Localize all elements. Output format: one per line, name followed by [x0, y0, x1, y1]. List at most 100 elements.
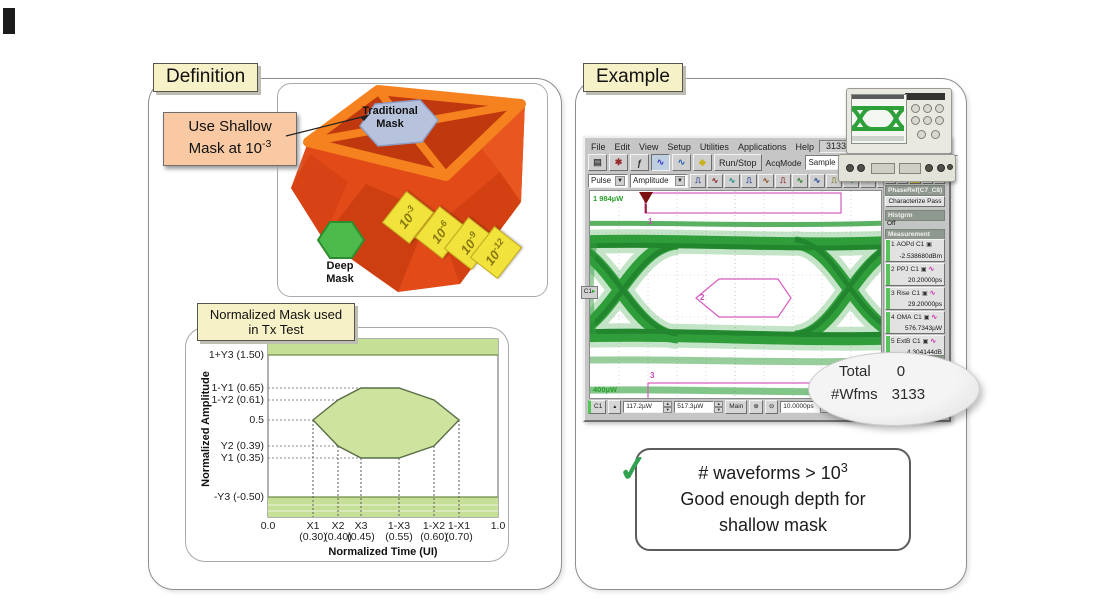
x-tick-label: X3 — [354, 520, 368, 532]
zoom-in-icon[interactable]: ⊕ — [749, 400, 763, 414]
measurement-name: AOPd — [896, 241, 914, 248]
c1-tab-label: C1 — [583, 288, 593, 295]
measurement-strip — [886, 312, 890, 333]
wfms-row: #Wfms 3133 — [831, 386, 925, 403]
meas-duty-icon[interactable]: ⎍ — [775, 173, 791, 188]
x-tick-label: 1-X3 — [387, 520, 411, 532]
measurement-name: ExtB — [896, 337, 911, 345]
menu-item-utilities[interactable]: Utilities — [699, 141, 729, 152]
scope-connector — [846, 164, 854, 172]
amplitude-select[interactable]: Amplitude ▼ — [630, 173, 688, 188]
menu-item-view[interactable]: View — [639, 141, 659, 152]
corner-mark — [3, 8, 15, 34]
run-stop-button[interactable]: Run/Stop — [714, 154, 762, 171]
waveform-badge-icon: ∿ — [930, 338, 937, 345]
wfms-magnifier-bubble: Total 0 #Wfms 3133 — [808, 352, 980, 426]
scope-knob — [935, 116, 944, 125]
menu-item-help[interactable]: Help — [795, 141, 814, 152]
run-app-icon[interactable]: ✱ — [609, 154, 628, 171]
scope-module-slot — [871, 163, 895, 174]
channel-up-icon[interactable]: ▲ — [608, 400, 622, 414]
measurement-number: 4 — [891, 313, 895, 321]
histgrm-header: Histgrm — [885, 210, 945, 221]
channel-c1-tab[interactable]: C1▸ — [581, 286, 598, 299]
trigger-marker-icon[interactable] — [639, 192, 653, 204]
zoom-out-icon[interactable]: ⊖ — [764, 400, 779, 414]
chart-title-line1: Normalized Mask used — [209, 307, 343, 322]
conclusion-box: # waveforms > 103 Good enough depth for … — [635, 448, 911, 551]
spinner-arrows[interactable]: ▲▼ — [714, 401, 724, 413]
histogram-icon: ▣ — [923, 314, 930, 321]
ber-tag-base: 10 — [395, 210, 417, 232]
spinner-arrows[interactable]: ▲▼ — [663, 401, 673, 413]
x-tick-value: (0.40) — [324, 531, 352, 543]
pulse-select[interactable]: Pulse ▼ — [588, 173, 628, 188]
main-timebase-button[interactable]: Main — [725, 400, 748, 414]
scope-front-panel — [838, 154, 956, 182]
meas-rise-icon[interactable]: ⎍ — [690, 173, 706, 188]
meas-fall-icon[interactable]: ∿ — [707, 173, 723, 188]
measurement-name: OMA — [896, 313, 912, 321]
callout-line2: Mask at 10 — [188, 140, 263, 158]
meas-amp-icon[interactable]: ∿ — [792, 173, 808, 188]
print-icon[interactable]: ▤ — [588, 154, 607, 171]
mask-region-top — [644, 192, 842, 214]
crater-facet-far-left — [291, 154, 348, 239]
scope-connector — [857, 164, 865, 172]
waveform-icon[interactable]: ∿ — [651, 154, 670, 171]
y-tick-label: 1-Y1 (0.65) — [211, 382, 264, 394]
x-tick-value: (0.70) — [445, 531, 473, 543]
x-tick-label: 1-X2 — [422, 520, 446, 532]
oscilloscope-photo — [838, 86, 956, 182]
meas-width-icon[interactable]: ∿ — [758, 173, 774, 188]
meas-period-icon[interactable]: ∿ — [724, 173, 740, 188]
chevron-down-icon[interactable]: ▼ — [615, 175, 625, 186]
conclusion-line1: # waveforms > 103 — [698, 461, 848, 483]
traditional-mask-hexagon — [359, 99, 439, 147]
scope-knob — [911, 116, 920, 125]
measurement-source: C1 — [910, 265, 919, 273]
x-tick-label: X1 — [306, 520, 320, 532]
conclusion-line2: Good enough depth for — [680, 489, 866, 510]
meas-high-icon[interactable]: ∿ — [809, 173, 825, 188]
measurement-strip — [886, 288, 890, 309]
menu-item-setup[interactable]: Setup — [667, 141, 691, 152]
eye-diagram — [590, 191, 881, 398]
channel-readout: 1 984µW — [593, 194, 624, 203]
mask-label-3: 3 — [650, 371, 655, 380]
mask-region-center — [695, 278, 792, 318]
menu-item-applications[interactable]: Applications — [737, 141, 787, 152]
vertical-offset-spinner[interactable]: 517.3µW ▲▼ — [674, 401, 724, 413]
vertical-scale-spinner[interactable]: 117.2µW ▲▼ — [623, 401, 673, 413]
x-tick-label: 0.0 — [260, 520, 276, 532]
x-tick-value: (0.45) — [347, 531, 375, 543]
channel-select-button[interactable]: C1 — [588, 400, 607, 414]
x-tick-value: (0.55) — [385, 531, 413, 543]
eraser-icon[interactable]: ◆ — [693, 154, 712, 171]
use-shallow-callout: Use Shallow Mask at 10-3 — [163, 112, 297, 166]
meas-freq-icon[interactable]: ⎍ — [741, 173, 757, 188]
channel-arrow-icon: ▸ — [592, 288, 596, 295]
deep-mask-hexagon — [316, 221, 366, 259]
scope-knob — [935, 104, 944, 113]
y-tick-label: 1-Y2 (0.61) — [211, 394, 264, 406]
amplitude-value: Amplitude — [633, 176, 669, 185]
mask-label-2: 2 — [700, 293, 705, 302]
measurement-value: 29.20000ps — [908, 301, 942, 308]
menu-item-file[interactable]: File — [591, 141, 606, 152]
x-tick-label: X2 — [331, 520, 345, 532]
measurement-strip — [886, 264, 890, 285]
pulse-value: Pulse — [591, 176, 612, 185]
chevron-down-icon[interactable]: ▼ — [675, 175, 685, 186]
function-icon[interactable]: ƒ — [630, 154, 649, 171]
zoom-waveform-icon[interactable]: ∿ — [672, 154, 691, 171]
characterize-pass-button[interactable]: Characterize Pass — [885, 196, 945, 207]
measurement-name: Rise — [896, 289, 910, 297]
menu-item-edit[interactable]: Edit — [614, 141, 631, 152]
